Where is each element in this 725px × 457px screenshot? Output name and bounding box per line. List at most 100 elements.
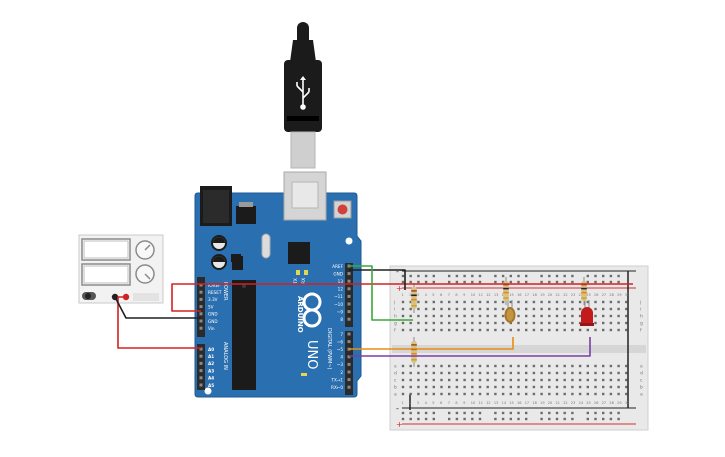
rail-hole[interactable] [525,411,528,415]
rail-hole[interactable] [478,411,482,415]
breadboard-hole[interactable] [409,300,412,304]
breadboard-hole[interactable] [602,378,605,382]
breadboard-hole[interactable] [563,314,566,318]
breadboard-hole[interactable] [494,385,497,389]
breadboard-hole[interactable] [517,378,520,382]
breadboard-hole[interactable] [448,328,451,332]
breadboard-hole[interactable] [609,328,613,332]
breadboard-hole[interactable] [417,307,420,311]
header-pin[interactable] [347,287,351,291]
breadboard-hole[interactable] [463,378,466,382]
breadboard-hole[interactable] [517,385,520,389]
rail-hole[interactable] [602,274,605,278]
breadboard-hole[interactable] [525,378,528,382]
breadboard-hole[interactable] [594,371,597,375]
breadboard-hole[interactable] [532,371,536,375]
breadboard-hole[interactable] [571,364,574,368]
breadboard-hole[interactable] [563,328,566,332]
breadboard-hole[interactable] [448,300,451,304]
breadboard-hole[interactable] [448,307,451,311]
rail-hole[interactable] [563,417,566,421]
rail-hole[interactable] [525,274,528,278]
rail-hole[interactable] [494,274,497,278]
rail-hole[interactable] [471,274,474,278]
rail-hole[interactable] [548,280,551,284]
breadboard-hole[interactable] [609,307,613,311]
breadboard-hole[interactable] [517,392,520,396]
resistors[interactable] [411,277,587,367]
rail-hole[interactable] [517,280,520,284]
header-pin[interactable] [199,290,203,294]
rail-hole[interactable] [617,274,620,278]
breadboard-hole[interactable] [463,307,466,311]
breadboard-hole[interactable] [417,364,420,368]
header-pin[interactable] [199,369,203,373]
breadboard-hole[interactable] [401,385,405,389]
breadboard-hole[interactable] [486,328,489,332]
breadboard-hole[interactable] [509,328,512,332]
breadboard-hole[interactable] [432,364,435,368]
breadboard-hole[interactable] [440,321,443,325]
breadboard-hole[interactable] [617,385,620,389]
rail-hole[interactable] [586,411,589,415]
breadboard-hole[interactable] [440,371,443,375]
breadboard-hole[interactable] [494,378,497,382]
breadboard-hole[interactable] [540,328,543,332]
breadboard-hole[interactable] [617,364,620,368]
wire-psu-negative-to-gnd[interactable] [114,296,201,319]
breadboard-hole[interactable] [563,371,566,375]
breadboard-hole[interactable] [609,371,613,375]
breadboard-hole[interactable] [409,307,412,311]
breadboard-hole[interactable] [471,300,474,304]
breadboard-hole[interactable] [509,378,512,382]
breadboard-hole[interactable] [432,392,435,396]
breadboard-hole[interactable] [494,371,497,375]
breadboard-hole[interactable] [540,314,543,318]
breadboard-hole[interactable] [525,300,528,304]
breadboard-hole[interactable] [586,378,589,382]
rail-hole[interactable] [617,411,620,415]
breadboard-hole[interactable] [440,364,443,368]
breadboard-hole[interactable] [509,371,512,375]
breadboard-hole[interactable] [578,314,582,318]
breadboard-hole[interactable] [448,385,451,389]
breadboard-hole[interactable] [517,321,520,325]
breadboard-hole[interactable] [555,321,559,325]
header-pin[interactable] [199,326,203,330]
breadboard-hole[interactable] [617,307,620,311]
breadboard-hole[interactable] [517,307,520,311]
rail-hole[interactable] [409,274,412,278]
breadboard-hole[interactable] [501,314,505,318]
rail-hole[interactable] [432,417,435,421]
breadboard-hole[interactable] [401,321,405,325]
breadboard-hole[interactable] [417,385,420,389]
breadboard-hole[interactable] [494,328,497,332]
breadboard-hole[interactable] [525,392,528,396]
header-pin[interactable] [347,272,351,276]
breadboard-hole[interactable] [424,392,428,396]
breadboard-hole[interactable] [478,300,482,304]
breadboard-hole[interactable] [471,371,474,375]
led-red[interactable] [580,300,594,326]
rail-hole[interactable] [501,411,505,415]
breadboard-hole[interactable] [602,385,605,389]
rail-hole[interactable] [463,411,466,415]
rail-hole[interactable] [609,280,613,284]
rail-hole[interactable] [563,411,566,415]
rail-hole[interactable] [417,280,420,284]
breadboard-hole[interactable] [478,321,482,325]
breadboard-hole[interactable] [571,371,574,375]
breadboard-hole[interactable] [471,378,474,382]
wire-pin5-orange[interactable] [349,337,514,350]
breadboard-hole[interactable] [617,392,620,396]
breadboard-hole[interactable] [409,392,412,396]
breadboard-hole[interactable] [540,385,543,389]
breadboard-hole[interactable] [409,314,412,318]
breadboard-hole[interactable] [532,364,536,368]
breadboard-hole[interactable] [432,300,435,304]
rail-hole[interactable] [517,411,520,415]
breadboard-hole[interactable] [471,392,474,396]
rail-hole[interactable] [417,411,420,415]
rail-hole[interactable] [455,274,459,278]
breadboard-hole[interactable] [586,392,589,396]
